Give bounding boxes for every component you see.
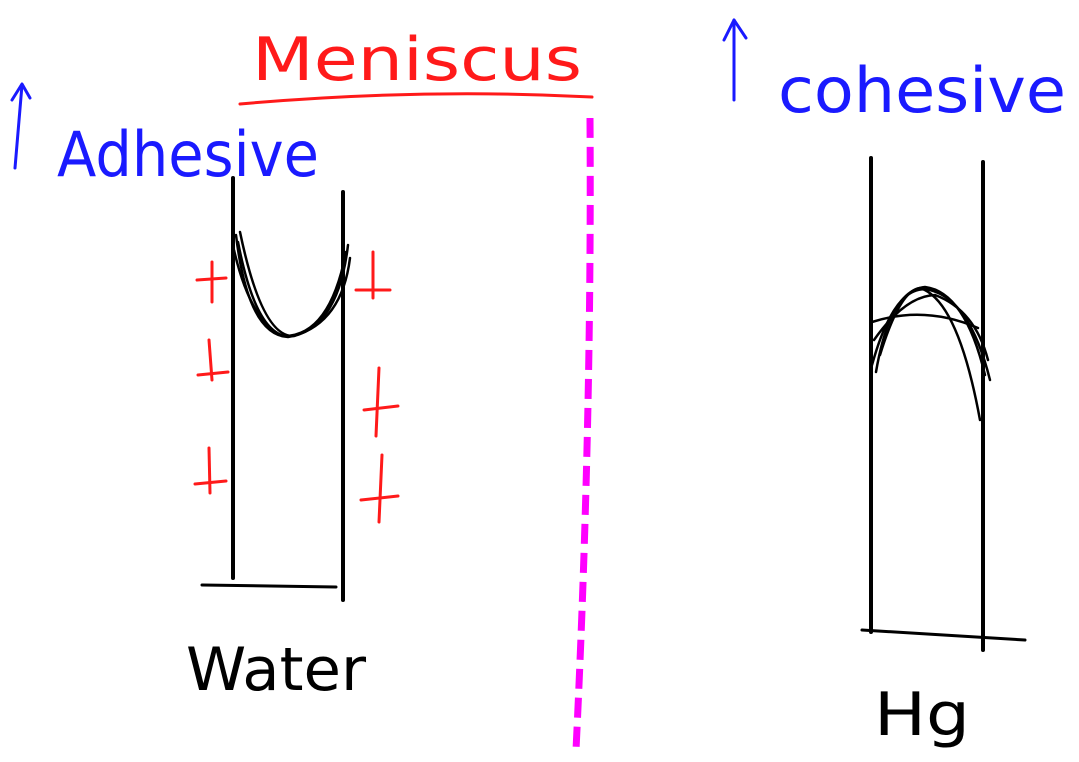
heading-underline (238, 92, 594, 106)
heading-group: Meniscus (238, 25, 594, 106)
adhesive-label: Adhesive (57, 118, 319, 191)
water-tube (200, 176, 352, 602)
mercury-tube-base (860, 628, 1027, 642)
mercury-tube (860, 156, 1027, 652)
charge-marks (193, 250, 400, 524)
adhesive-label-group: Adhesive (10, 82, 319, 191)
charge-plus-icon (196, 338, 230, 382)
dashed-divider (572, 117, 594, 751)
charge-plus-icon (362, 366, 400, 438)
convex-meniscus (870, 285, 992, 422)
up-arrow-icon (10, 82, 32, 170)
up-arrow-icon (722, 18, 748, 102)
charge-plus-icon (195, 260, 228, 304)
water-label: Water (186, 635, 366, 705)
charge-plus-icon (193, 446, 228, 495)
charge-plus-icon (354, 250, 392, 300)
cohesive-label-group: cohesive (722, 18, 1066, 127)
charge-plus-icon (359, 453, 400, 524)
concave-meniscus (232, 230, 352, 339)
cohesive-label: cohesive (778, 54, 1066, 127)
water-tube-base (200, 583, 338, 589)
heading-meniscus: Meniscus (252, 25, 582, 95)
mercury-label: Hg (874, 680, 970, 750)
